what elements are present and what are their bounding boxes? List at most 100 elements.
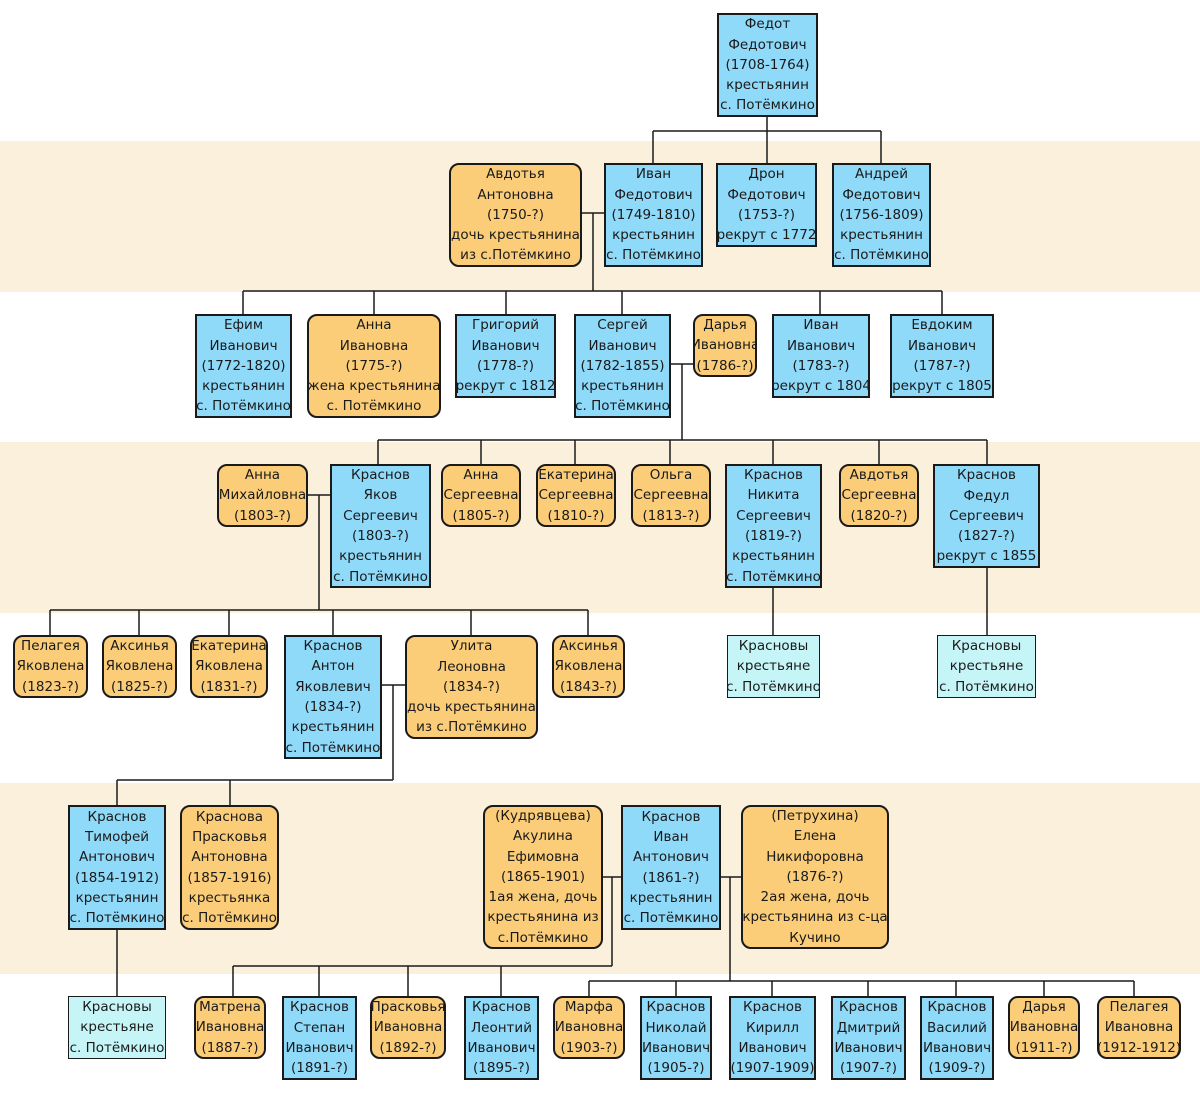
person-text-line: (1805-?) [452, 507, 510, 524]
person-text-line: крестьяне [949, 658, 1024, 675]
person-text-line: Ивановна [1009, 1019, 1079, 1036]
person-text-line: Дарья [1022, 999, 1066, 1016]
person-text-line: жена крестьянина [307, 378, 441, 395]
person-text-line: Авдотья [486, 166, 545, 183]
person-text-line: (1854-1912) [74, 869, 160, 886]
person-text-line: Аксинья [110, 638, 169, 655]
person-text-line: Иванович [786, 337, 856, 354]
person-text-line: Ивановна [1104, 1019, 1174, 1036]
person-text-line: Марфа [564, 999, 614, 1016]
person-text-line: крестьянина из с-ца [742, 909, 888, 926]
person-text-line: крестьянин [202, 378, 285, 395]
person-text-line: крестьянин [75, 889, 159, 906]
person-text-line: (1912-1912) [1097, 1039, 1181, 1056]
person-text-line: Иванович [922, 1040, 992, 1056]
person-text-line: крестьянин [612, 227, 695, 244]
person-text-line: с. Потёмкино [69, 910, 165, 927]
person-text-line: Дарья [703, 317, 747, 334]
person-text-line: Никифоровна [766, 848, 864, 865]
person-text-line: рекрут с 1855 [936, 548, 1037, 565]
person-text-line: Красновы [951, 638, 1022, 655]
person-text-line: (1803-?) [352, 528, 409, 544]
person-text-line: Пелагея [1109, 999, 1169, 1016]
person-text-line: из с.Потёмкино [460, 247, 571, 264]
person-text-line: Иванович [209, 337, 278, 354]
person-text-line: Григорий [471, 317, 540, 334]
person-text-line: (1903-?) [560, 1039, 618, 1056]
person-text-line: рекрут с 1805 [892, 378, 992, 395]
person-text-line: Сергеевна [841, 487, 917, 504]
person-text-line: Иванович [467, 1040, 536, 1056]
person-text-line: (1708-1764) [725, 56, 810, 73]
person-text-line: Иван [653, 828, 689, 845]
person-text-line: (1819-?) [745, 528, 802, 544]
person-text-line: рекрут с 1772 [716, 227, 817, 244]
person-text-line: Краснов [641, 808, 701, 825]
person-text-line: Пелагея [21, 638, 80, 655]
person-text-line: крестьянин [339, 548, 422, 565]
person-text-line: (1857-1916) [187, 869, 272, 886]
person-text-line: Иванович [588, 337, 657, 354]
person-text-line: Анна [244, 467, 281, 484]
person-text-line: Николай [645, 1019, 707, 1036]
person-text-line: дочь крестьянина [451, 227, 580, 244]
person-text-line: Анна [356, 317, 392, 334]
person-text-line: Екатерина [191, 638, 267, 655]
person-text-line: (1775-?) [345, 357, 403, 374]
person-text-line: Акулина [513, 828, 573, 845]
person-text-line: (1749-1810) [611, 206, 696, 223]
person-text-line: (1756-1809) [839, 206, 924, 223]
person-text-line: (1820-?) [850, 507, 908, 524]
person-text-line: Анна [463, 467, 499, 484]
person-text-line: Краснов [290, 999, 349, 1016]
person-text-line: Федотович [727, 186, 806, 203]
person-text-line: с. Потёмкино [720, 97, 815, 114]
